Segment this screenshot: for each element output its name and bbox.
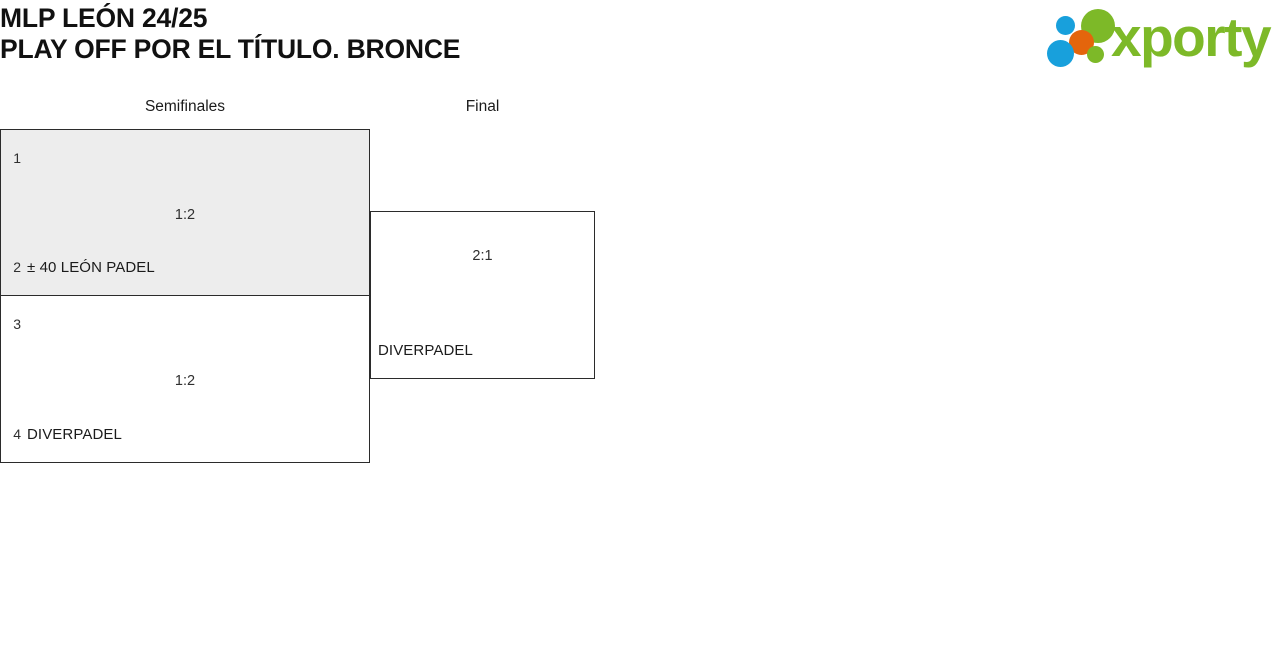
match-semifinal-2[interactable]: 3 1:2 4 DIVERPADEL <box>0 295 370 463</box>
tournament-title: MLP LEÓN 24/25 PLAY OFF POR EL TÍTULO. B… <box>0 0 460 65</box>
seed-number: 1 <box>13 150 21 166</box>
seed-number: 2 <box>13 259 21 275</box>
round-header-semifinales: Semifinales <box>144 98 226 115</box>
logo-dots-icon <box>1047 8 1117 68</box>
title-line-primary: MLP LEÓN 24/25 <box>0 3 208 33</box>
match-slot-bottom[interactable]: 2 ± 40 LEÓN PADEL <box>1 253 369 281</box>
match-score: 1:2 <box>174 373 196 389</box>
logo-wordmark: xporty <box>1111 6 1272 68</box>
logo-dot-blue-large-icon <box>1047 40 1074 67</box>
team-name: DIVERPADEL <box>27 425 122 443</box>
match-slot-bottom[interactable]: DIVERPADEL <box>371 336 594 364</box>
match-slot-top[interactable]: 3 <box>1 310 369 338</box>
round-header-final: Final <box>465 98 500 115</box>
match-score: 2:1 <box>472 248 493 264</box>
match-slot-top[interactable]: 1 <box>1 144 369 172</box>
seed-number: 3 <box>13 316 21 332</box>
logo-dot-blue-small-icon <box>1056 16 1075 35</box>
page-header: MLP LEÓN 24/25 PLAY OFF POR EL TÍTULO. B… <box>0 0 1280 92</box>
xporty-logo: xporty <box>1047 6 1275 68</box>
team-name: DIVERPADEL <box>378 341 473 359</box>
title-line-secondary: PLAY OFF POR EL TÍTULO. BRONCE <box>0 34 461 64</box>
match-slot-bottom[interactable]: 4 DIVERPADEL <box>1 420 369 448</box>
match-final[interactable]: 2:1 DIVERPADEL <box>370 211 595 379</box>
team-name: ± 40 LEÓN PADEL <box>27 258 155 276</box>
match-score: 1:2 <box>174 207 196 223</box>
match-semifinal-1[interactable]: 1 1:2 2 ± 40 LEÓN PADEL <box>0 129 370 296</box>
logo-dot-green-small-icon <box>1087 46 1104 63</box>
seed-number: 4 <box>13 426 21 442</box>
